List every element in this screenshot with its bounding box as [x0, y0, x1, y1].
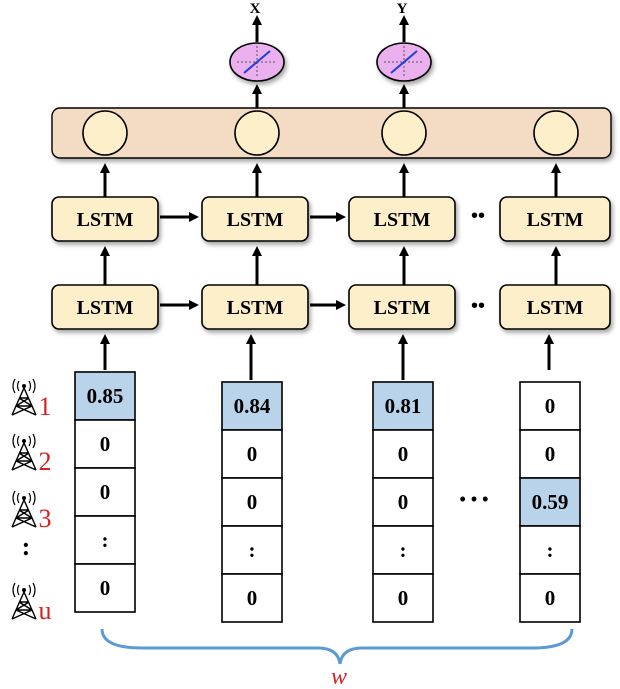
input-cell: [221, 429, 283, 479]
tower-label: 1: [39, 392, 52, 421]
lstm-top-3: [348, 196, 456, 242]
input-cell-value: 0: [398, 490, 409, 514]
input-cell: [221, 573, 283, 623]
input-cell-value: 0: [545, 586, 556, 610]
input-cell-value: :: [249, 538, 256, 562]
input-cell-value: 0: [247, 586, 258, 610]
input-cell-value: 0: [100, 480, 111, 504]
lstm-top-4-label: LSTM: [527, 209, 584, 231]
input-cell: [519, 525, 581, 575]
output-x: X: [229, 1, 285, 82]
input-columns: 0.85 0 0: 0 0.84 0 0: 0 0.81 0 0: 0 0 0 0.59: 0: [74, 371, 581, 623]
dense-layer-band: [51, 107, 612, 159]
tower-label: 3: [39, 504, 52, 533]
input-cell-value: :: [547, 538, 554, 562]
input-cell-value: 0.84: [234, 394, 271, 418]
input-cell-value: 0.85: [87, 384, 124, 408]
input-column-4: 0 0 0.59: 0: [519, 381, 581, 623]
dense-node-3: [381, 110, 427, 156]
lstm-top-1-label: LSTM: [77, 209, 134, 231]
cell-tower-icon: [11, 433, 37, 471]
lstm-row-top: LSTM LSTM LSTM LSTM ••: [51, 196, 611, 242]
tower-3: 3: [11, 490, 52, 533]
time-window-brace: [100, 628, 574, 665]
tower-5: u: [11, 582, 52, 625]
lstm-bottom-3: [348, 284, 456, 330]
input-cell: [74, 515, 136, 565]
tower-4: :: [22, 532, 31, 561]
lstm-bottom-3-label: LSTM: [374, 297, 431, 319]
input-cell-value: 0: [545, 394, 556, 418]
input-cell: [221, 477, 283, 527]
input-cell: [519, 573, 581, 623]
dense-node-4: [533, 110, 579, 156]
cell-tower-icon: [11, 378, 37, 416]
input-cell: [74, 467, 136, 517]
output-x-label: X: [250, 1, 261, 17]
lstm-row-bottom: LSTM LSTM LSTM LSTM ••: [51, 284, 611, 330]
input-cell: [74, 563, 136, 613]
cell-tower-icon: [11, 582, 37, 620]
tower-label: u: [39, 596, 52, 625]
input-cell-value: :: [400, 538, 407, 562]
lstm-bottom-4: [499, 284, 611, 330]
output-y-label: Y: [397, 1, 408, 17]
input-cell-value: 0: [398, 586, 409, 610]
lstm-top-3-label: LSTM: [374, 209, 431, 231]
lstm-top-4: [499, 196, 611, 242]
lstm-bottom-2: [201, 284, 309, 330]
lstm-bottom-4-label: LSTM: [527, 297, 584, 319]
time-window-label: w: [331, 664, 347, 689]
lstm-top-2: [201, 196, 309, 242]
input-column-1: 0.85 0 0: 0: [74, 371, 136, 613]
lstm-bottom-2-label: LSTM: [227, 297, 284, 319]
input-cell: [519, 429, 581, 479]
ellipsis-top: ••: [471, 205, 485, 227]
cell-tower-icon: [11, 490, 37, 528]
input-cell: [221, 381, 283, 431]
output-y-activation: [390, 50, 418, 74]
lstm-bottom-1-label: LSTM: [77, 297, 134, 319]
tower-1: 1: [11, 378, 52, 421]
input-cell-value: 0.81: [385, 394, 422, 418]
input-cell: [519, 381, 581, 431]
input-cell-value: 0: [247, 442, 258, 466]
tower-list: 1 2 3: u: [11, 378, 52, 625]
input-cell: [372, 429, 434, 479]
input-cell-value: 0: [247, 490, 258, 514]
ellipsis-bottom: ••: [471, 295, 485, 317]
tower-vertical-dots: :: [22, 532, 31, 561]
input-cell-value: 0: [100, 576, 111, 600]
input-cell-value: 0.59: [532, 490, 569, 514]
dense-node-1: [82, 110, 128, 156]
input-cell: [372, 573, 434, 623]
lstm-bottom-1: [51, 284, 159, 330]
input-cell-value: 0: [100, 432, 111, 456]
lstm-top-1: [51, 196, 159, 242]
input-cell: [74, 371, 136, 421]
input-cell-value: 0: [545, 442, 556, 466]
tower-2: 2: [11, 433, 52, 476]
output-x-activation: [243, 50, 271, 74]
ellipsis-columns: • • •: [460, 489, 489, 509]
tower-label: 2: [39, 447, 52, 476]
input-cell-value: 0: [398, 442, 409, 466]
input-column-2: 0.84 0 0: 0: [221, 381, 283, 623]
lstm-top-2-label: LSTM: [227, 209, 284, 231]
output-y: Y: [376, 1, 432, 82]
input-column-3: 0.81 0 0: 0: [372, 381, 434, 623]
input-cell-value: :: [102, 528, 109, 552]
dense-node-2: [234, 110, 280, 156]
